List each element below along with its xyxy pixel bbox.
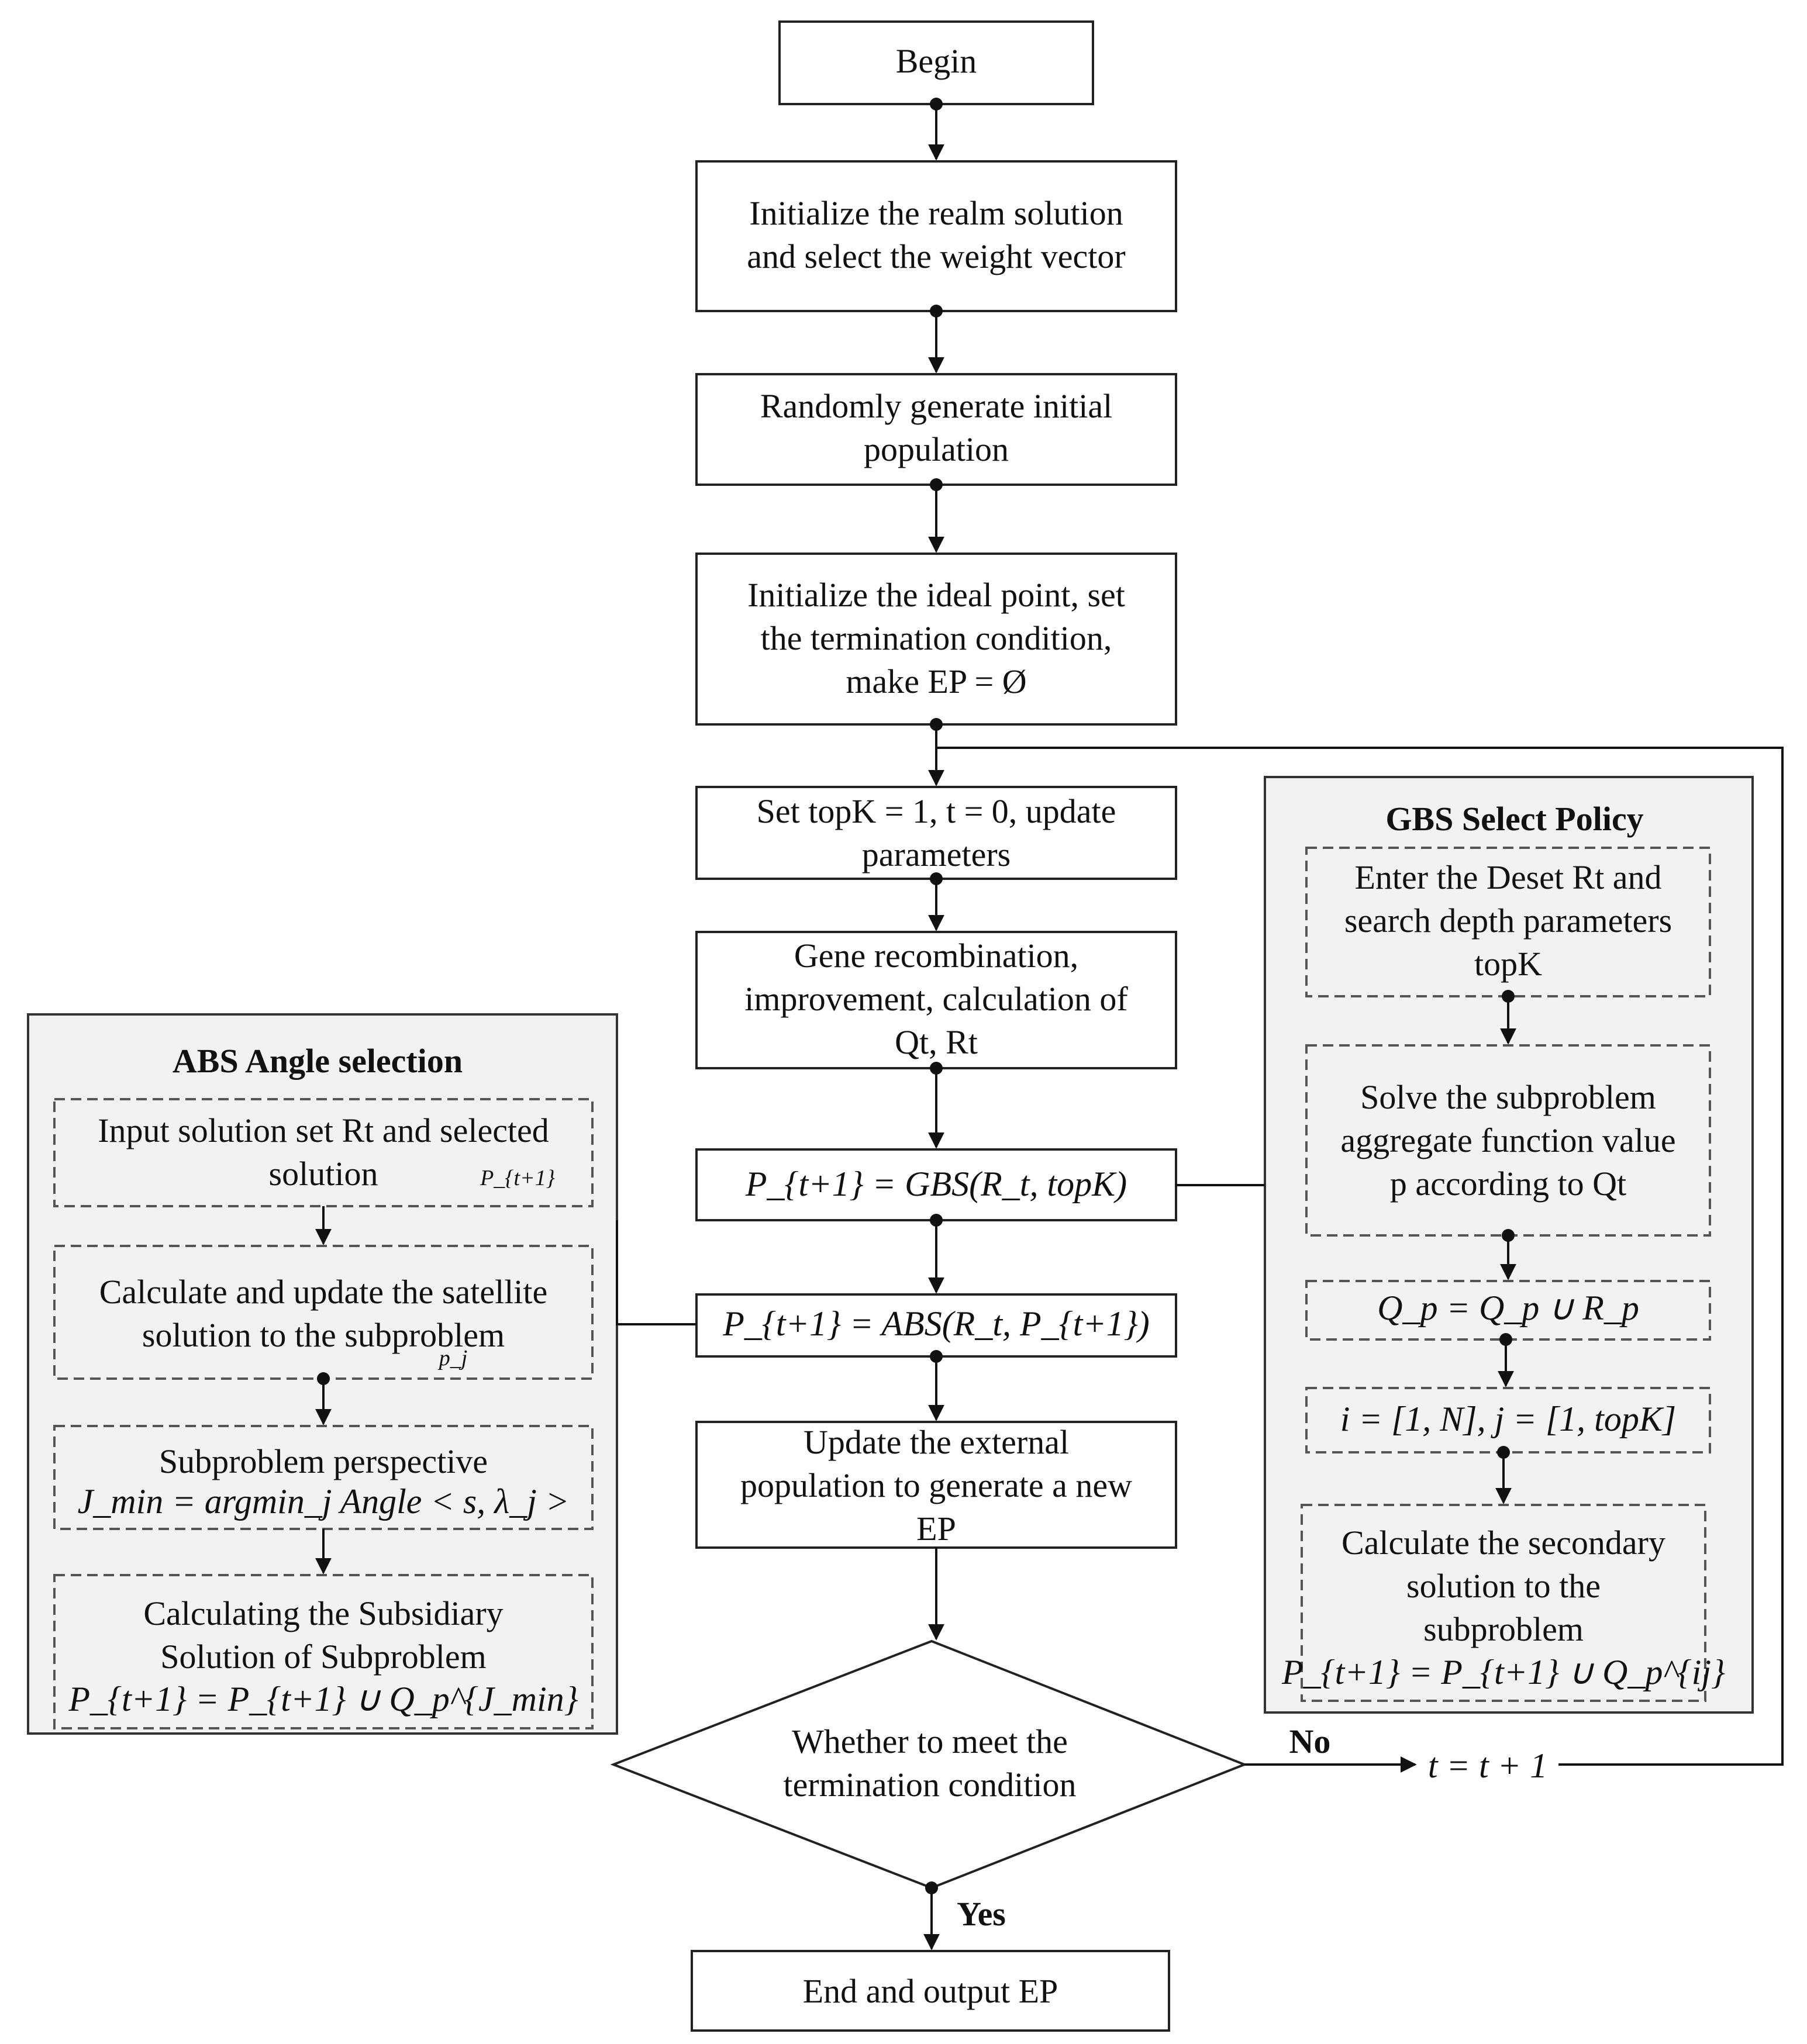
main-connectors: [616, 98, 1784, 1950]
abs-step-perspective: Subproblem perspective J_min = argmin_j …: [53, 1425, 594, 1530]
gene-recombination-node: Gene recombination, improvement, calcula…: [695, 931, 1177, 1069]
random-population-node: Randomly generate initial population: [695, 373, 1177, 486]
svg-text:solution to the subproblem: solution to the subproblem: [142, 1316, 505, 1354]
svg-text:aggregate function value: aggregate function value: [1340, 1121, 1675, 1159]
svg-text:i = [1, N], j = [1, topK]: i = [1, N], j = [1, topK]: [1340, 1400, 1676, 1438]
svg-text:Begin: Begin: [896, 42, 977, 80]
gbs-panel-title: GBS Select Policy: [1385, 800, 1643, 838]
svg-text:population: population: [864, 430, 1009, 468]
svg-text:Update the external: Update the external: [804, 1423, 1069, 1461]
abs-step-subsidiary: Calculating the Subsidiary Solution of S…: [53, 1574, 594, 1729]
svg-text:Initialize the realm solution: Initialize the realm solution: [749, 194, 1123, 232]
svg-text:Whether to meet the: Whether to meet the: [792, 1722, 1068, 1760]
svg-text:Enter the Deset Rt and: Enter the Deset Rt and: [1354, 858, 1661, 896]
svg-text:subproblem: subproblem: [1423, 1610, 1584, 1648]
abs-step-input: Input solution set Rt and selected solut…: [53, 1098, 594, 1207]
init-realm-node: Initialize the realm solution and select…: [695, 160, 1177, 312]
no-label: No: [1289, 1722, 1331, 1760]
svg-text:Calculate and update the satel: Calculate and update the satellite: [99, 1273, 548, 1311]
update-ep-node: Update the external population to genera…: [695, 1421, 1177, 1549]
svg-text:search depth parameters: search depth parameters: [1344, 902, 1672, 940]
svg-text:solution to the: solution to the: [1406, 1567, 1601, 1605]
svg-text:P_{t+1} = P_{t+1} ∪ Q_p^{J_min: P_{t+1} = P_{t+1} ∪ Q_p^{J_min}: [68, 1680, 578, 1718]
svg-text:Calculating the Subsidiary: Calculating the Subsidiary: [143, 1594, 503, 1632]
gbs-step-union: Q_p = Q_p ∪ R_p: [1305, 1280, 1711, 1341]
svg-text:Solve the subproblem: Solve the subproblem: [1360, 1078, 1656, 1116]
abs-connectors: [315, 1206, 332, 1575]
gbs-step-secondary: Calculate the secondary solution to the …: [1281, 1504, 1725, 1702]
gbs-formula-node: P_{t+1} = GBS(R_t, topK): [695, 1148, 1177, 1221]
svg-text:improvement, calculation of: improvement, calculation of: [744, 980, 1128, 1018]
svg-text:J_min = argmin_j Angle < s, λ_: J_min = argmin_j Angle < s, λ_j >: [78, 1482, 570, 1521]
svg-text:EP: EP: [916, 1510, 956, 1548]
gbs-connectors: [1495, 990, 1516, 1504]
svg-text:Input solution set Rt and sele: Input solution set Rt and selected: [98, 1111, 549, 1149]
abs-formula-node: P_{t+1} = ABS(R_t, P_{t+1}): [695, 1293, 1177, 1358]
svg-text:P_{t+1} = P_{t+1} ∪ Q_p^{ij}: P_{t+1} = P_{t+1} ∪ Q_p^{ij}: [1281, 1653, 1725, 1691]
end-node: End and output EP: [691, 1950, 1170, 2032]
svg-text:Initialize the ideal point, se: Initialize the ideal point, set: [747, 576, 1125, 614]
svg-text:and select the weight vector: and select the weight vector: [747, 237, 1125, 275]
svg-text:P_{t+1} = ABS(R_t, P_{t+1}): P_{t+1} = ABS(R_t, P_{t+1}): [722, 1304, 1150, 1343]
termination-decision: Whether to meet the termination conditio…: [610, 1639, 1248, 1890]
abs-step-satellite: Calculate and update the satellite solut…: [53, 1245, 594, 1380]
svg-text:p_j: p_j: [437, 1346, 468, 1370]
svg-text:parameters: parameters: [862, 835, 1011, 873]
svg-text:termination condition: termination condition: [784, 1766, 1077, 1804]
svg-text:topK: topK: [1474, 945, 1542, 983]
svg-text:End and output EP: End and output EP: [803, 1972, 1058, 2010]
svg-text:Randomly generate initial: Randomly generate initial: [760, 387, 1112, 425]
svg-text:Solution of Subproblem: Solution of Subproblem: [160, 1638, 486, 1676]
set-topk-node: Set topK = 1, t = 0, update parameters: [695, 786, 1177, 880]
svg-text:population to generate a new: population to generate a new: [740, 1466, 1132, 1504]
svg-text:Subproblem perspective: Subproblem perspective: [159, 1442, 488, 1480]
svg-text:Set topK = 1, t = 0, update: Set topK = 1, t = 0, update: [757, 792, 1116, 830]
svg-text:Q_p = Q_p ∪ R_p: Q_p = Q_p ∪ R_p: [1377, 1289, 1639, 1327]
gbs-step-range: i = [1, N], j = [1, topK]: [1305, 1387, 1711, 1453]
abs-panel-title: ABS Angle selection: [173, 1042, 463, 1080]
svg-text:the termination condition,: the termination condition,: [761, 619, 1112, 657]
svg-text:Qt, Rt: Qt, Rt: [895, 1023, 978, 1061]
svg-text:p according to Qt: p according to Qt: [1390, 1165, 1626, 1203]
svg-text:P_{t+1} = GBS(R_t, topK): P_{t+1} = GBS(R_t, topK): [745, 1165, 1127, 1203]
begin-node: Begin: [778, 20, 1094, 105]
svg-text:Gene recombination,: Gene recombination,: [794, 937, 1078, 975]
increment-label: t = t + 1: [1428, 1746, 1547, 1785]
svg-text:P_{t+1}: P_{t+1}: [480, 1166, 555, 1190]
svg-text:Calculate the secondary: Calculate the secondary: [1342, 1524, 1665, 1562]
svg-text:solution: solution: [269, 1155, 378, 1193]
svg-text:make EP = Ø: make EP = Ø: [846, 662, 1026, 700]
init-ideal-node: Initialize the ideal point, set the term…: [695, 553, 1177, 726]
yes-label: Yes: [957, 1895, 1006, 1933]
